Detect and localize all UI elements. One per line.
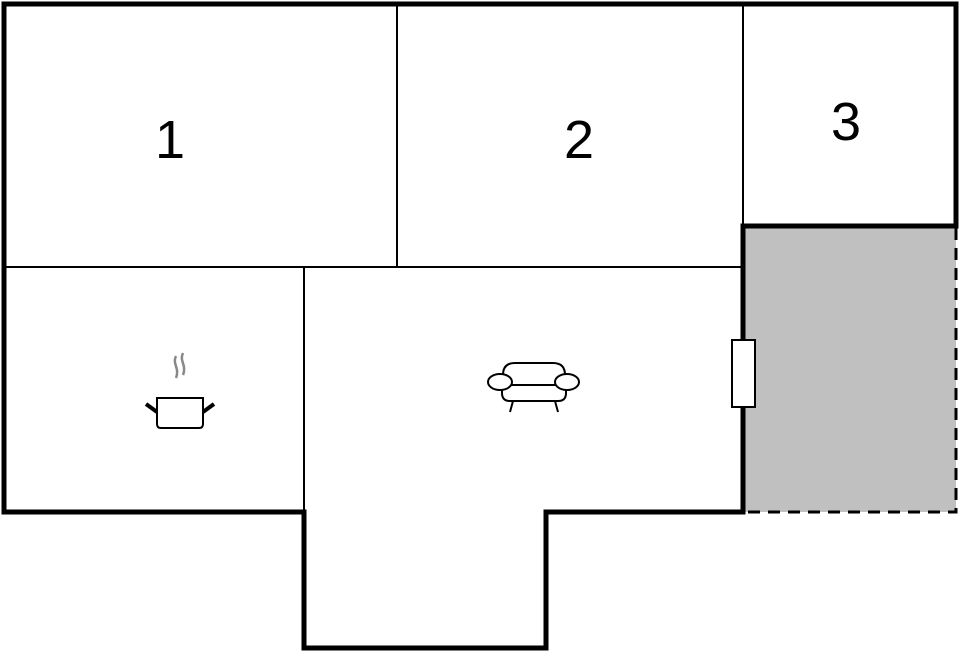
room-label-2: 2 [564, 110, 594, 170]
door [731, 339, 756, 408]
room-label-3: 3 [831, 92, 861, 152]
interior-walls [5, 5, 744, 512]
sofa-icon [487, 362, 580, 413]
terrace-dashed-edge [745, 228, 958, 514]
cooking-pot-icon [144, 352, 216, 429]
terrace-area [743, 226, 956, 512]
room-label-1: 1 [155, 110, 185, 170]
